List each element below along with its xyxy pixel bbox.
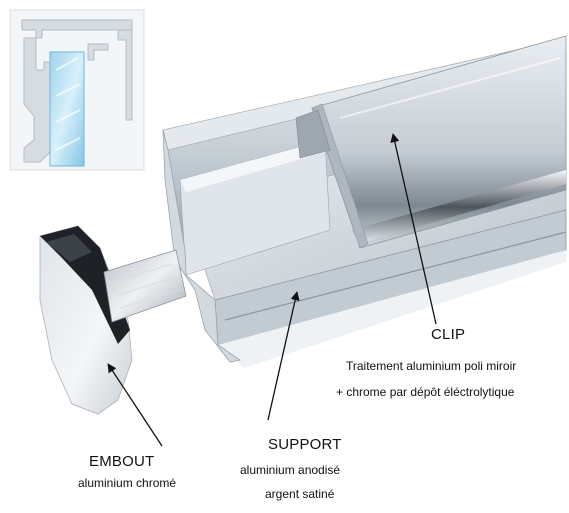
clip-description-line1: Traitement aluminium poli miroir <box>346 359 517 373</box>
leader-arrows <box>107 133 437 447</box>
support-title: SUPPORT <box>268 436 342 453</box>
cross-section-inset <box>9 9 145 171</box>
support-arrow <box>267 291 300 421</box>
clip-description-line2: + chrome par dépôt éléctrolytique <box>336 385 515 399</box>
embout-part <box>39 225 187 415</box>
clip-title: CLIP <box>431 326 466 343</box>
clip-arrow <box>390 133 437 325</box>
clip-profile <box>295 35 567 249</box>
embout-arrow <box>107 363 163 447</box>
embout-title: EMBOUT <box>89 453 155 470</box>
embout-description-line1: aluminium chromé <box>78 476 177 490</box>
support-description-line1: aluminium anodisé <box>240 463 341 477</box>
glass-panel <box>49 51 85 167</box>
support-description-line2: argent satiné <box>265 487 335 501</box>
